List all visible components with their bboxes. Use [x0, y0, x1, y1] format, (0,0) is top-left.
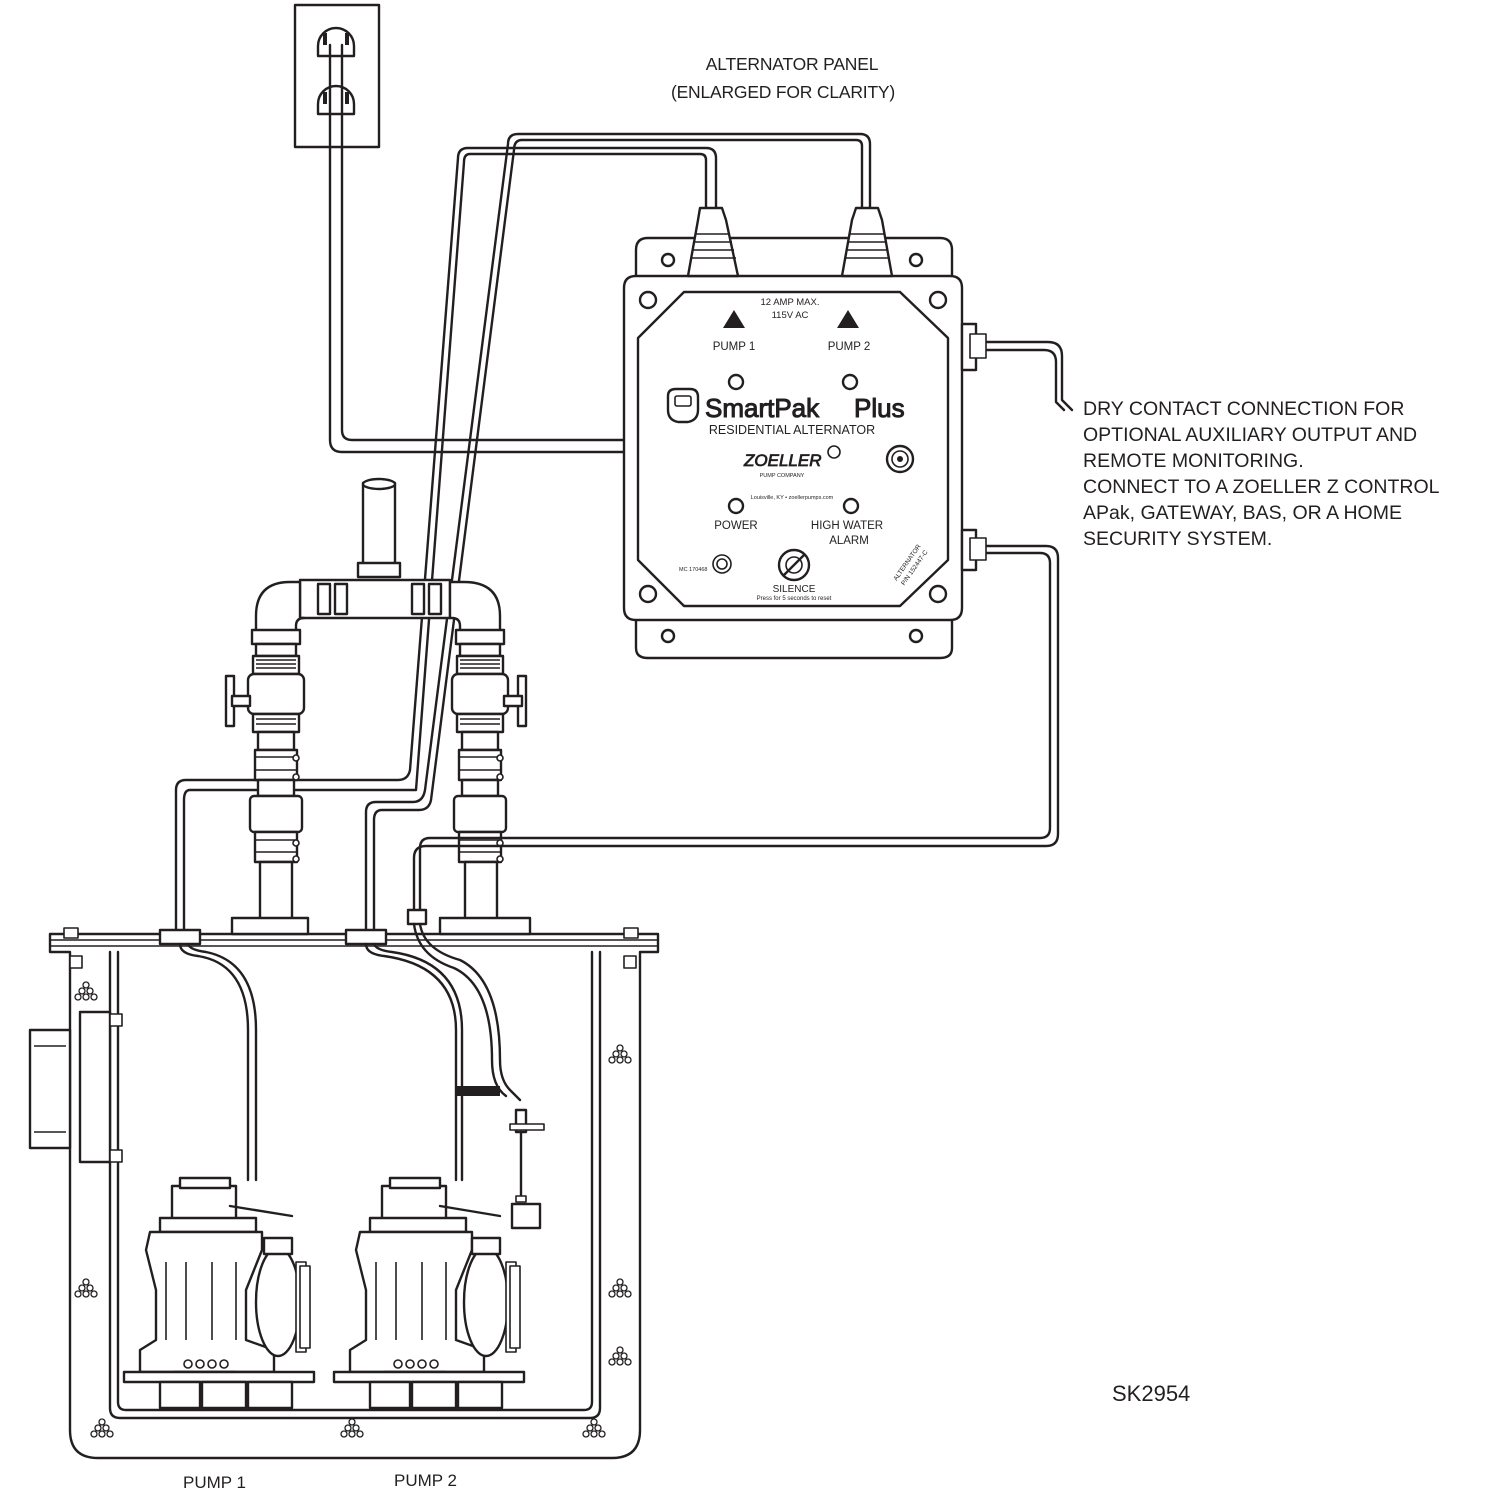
basin-internal-cords: [178, 922, 522, 1182]
company-address: Louisville, KY • zoellerpumps.com: [751, 495, 834, 501]
alarm-float-switch: [456, 1086, 545, 1230]
panel-subtitle: RESIDENTIAL ALTERNATOR: [709, 423, 875, 437]
pump-1-body: [122, 1176, 316, 1410]
alternator-panel: [622, 236, 987, 660]
wall-outlet: [293, 3, 381, 149]
brand-name: SmartPak: [705, 393, 820, 423]
quality-seal-icon: [885, 444, 915, 474]
pump-1-arrow-icon: [723, 310, 745, 328]
power-label: POWER: [714, 520, 757, 532]
dry-contact-note: DRY CONTACT CONNECTION FOR OPTIONAL AUXI…: [1083, 396, 1483, 552]
pump-2-arrow-icon: [837, 310, 859, 328]
pump-1-plug: [686, 206, 740, 278]
panel-rating-line1: 12 AMP MAX.: [761, 297, 820, 308]
alarm-label-line2: ALARM: [829, 535, 869, 547]
panel-rating-line2: 115V AC: [772, 310, 809, 321]
discharge-piping: [250, 477, 506, 646]
smartpak-logo-icon: [666, 387, 700, 424]
power-indicator-led: [727, 497, 745, 515]
pump-2-indicator-led: [841, 373, 859, 391]
dry-contact-line: APak, GATEWAY, BAS, OR A HOME: [1083, 502, 1402, 524]
dry-contact-line: CONNECT TO A ZOELLER Z CONTROL: [1083, 476, 1440, 498]
zoeller-logo: ZOELLER: [743, 451, 821, 470]
dry-contact-cords: [406, 340, 1074, 926]
alarm-label-line1: HIGH WATER: [811, 520, 883, 532]
alarm-indicator-led: [842, 497, 860, 515]
pump-1-indicator-led: [727, 373, 745, 391]
dry-contact-line: SECURITY SYSTEM.: [1083, 528, 1273, 550]
zoeller-logo-sub: PUMP COMPANY: [760, 473, 805, 479]
pump-2-caption: PUMP 2: [394, 1471, 457, 1490]
pump-1-caption: PUMP 1: [183, 1473, 246, 1492]
panel-pump-2-label: PUMP 2: [828, 341, 871, 353]
silence-hint: Press for 5 seconds to reset: [757, 596, 832, 602]
mc-code: MC 170468: [679, 567, 707, 573]
basin-bolt-markers: [74, 981, 632, 1438]
dry-contact-line: DRY CONTACT CONNECTION FOR: [1083, 398, 1405, 420]
brand-plus: Plus: [854, 393, 905, 423]
panel-caption-line1: ALTERNATOR PANEL: [706, 54, 879, 74]
pump-2-body: [332, 1176, 526, 1410]
csa-mark-icon: [712, 554, 732, 574]
dry-contact-line: REMOTE MONITORING.: [1083, 450, 1304, 472]
drawing-code: SK2954: [1112, 1381, 1191, 1406]
pump-2-plug: [840, 206, 894, 278]
dry-contact-line: OPTIONAL AUXILIARY OUTPUT AND: [1083, 424, 1418, 446]
silence-button[interactable]: [777, 548, 811, 582]
power-cords: [174, 43, 872, 937]
panel-caption-line2: (ENLARGED FOR CLARITY): [671, 82, 895, 102]
silence-label: SILENCE: [773, 584, 816, 595]
certification-mark-icon: [827, 445, 841, 459]
panel-pump-1-label: PUMP 1: [713, 341, 756, 353]
